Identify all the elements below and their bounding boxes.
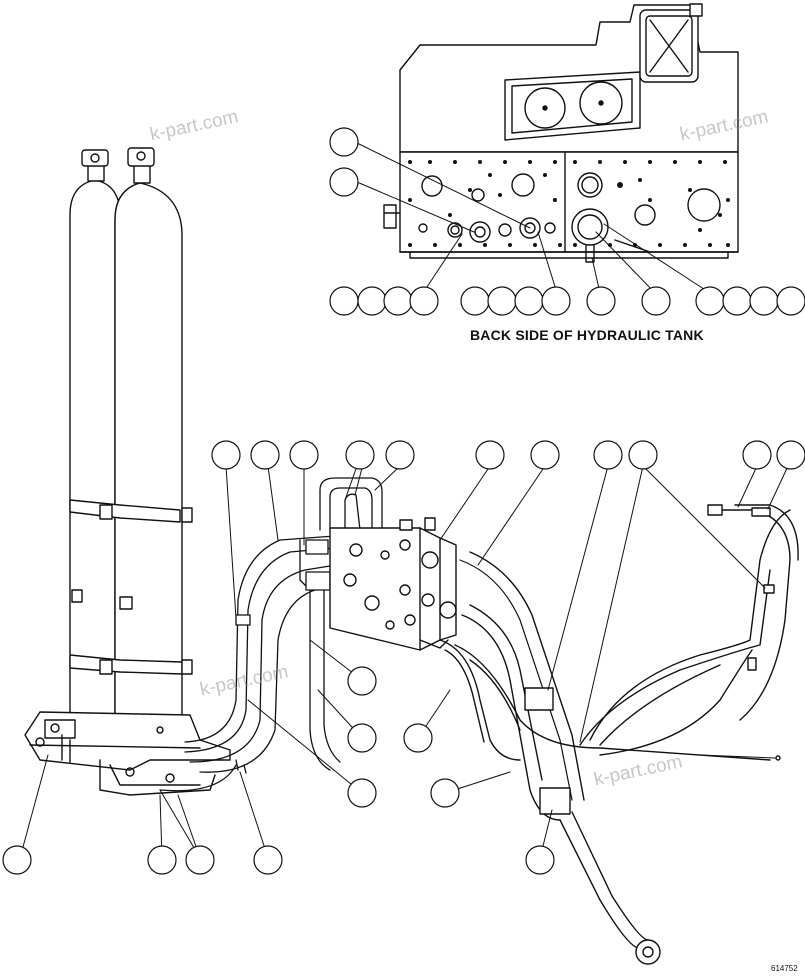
callout-bubble — [749, 286, 779, 316]
callout-bubble — [514, 286, 544, 316]
tank-sight-window — [504, 71, 641, 141]
callout-bubble — [357, 286, 387, 316]
main-hoses — [439, 504, 799, 965]
plate-bolt-holes — [408, 160, 730, 247]
callout-bubble — [347, 723, 377, 753]
callout-bubble — [289, 440, 319, 470]
callout-bubble — [329, 127, 359, 157]
callout-bubble — [329, 167, 359, 197]
callout-bubble — [409, 286, 439, 316]
callout-bubble — [253, 845, 283, 875]
callout-bubble — [147, 845, 177, 875]
callout-bubble — [628, 440, 658, 470]
callout-bubble — [530, 440, 560, 470]
hydraulic-tank — [354, 3, 739, 294]
callout-bubble — [776, 286, 805, 316]
callout-bubble — [475, 440, 505, 470]
callout-bubble — [487, 286, 517, 316]
callout-bubble — [460, 286, 490, 316]
callout-bubble — [586, 286, 616, 316]
diagram-caption: BACK SIDE OF HYDRAULIC TANK — [470, 327, 704, 343]
callout-bubble — [641, 286, 671, 316]
callout-bubbles — [2, 127, 805, 875]
callout-bubble — [385, 440, 415, 470]
callout-bubble — [722, 286, 752, 316]
tank-filter-cover — [639, 3, 703, 83]
tank-back-plate — [383, 151, 739, 263]
callout-bubble — [185, 845, 215, 875]
accumulator-cylinders — [24, 147, 231, 796]
callout-bubble — [2, 845, 32, 875]
callout-bubble — [250, 440, 280, 470]
callout-bubble — [383, 286, 413, 316]
cylinder-base-bracket — [24, 711, 231, 796]
callout-bubble — [742, 440, 772, 470]
callout-bubble — [403, 723, 433, 753]
callout-bubble — [345, 440, 375, 470]
callout-bubble — [347, 666, 377, 696]
callout-bubble — [347, 778, 377, 808]
callout-bubble — [430, 778, 460, 808]
callout-bubble — [329, 286, 359, 316]
tank-leader-lines — [354, 141, 711, 294]
figure-number: 614752 — [771, 964, 798, 973]
callout-bubble — [695, 286, 725, 316]
accumulator-hoses — [159, 477, 383, 792]
valve-block — [329, 517, 457, 651]
callout-bubble — [541, 286, 571, 316]
callout-bubble — [776, 440, 805, 470]
callout-bubble — [525, 845, 555, 875]
cylinder-straps — [69, 499, 193, 675]
callout-bubble — [211, 440, 241, 470]
callout-bubble — [593, 440, 623, 470]
